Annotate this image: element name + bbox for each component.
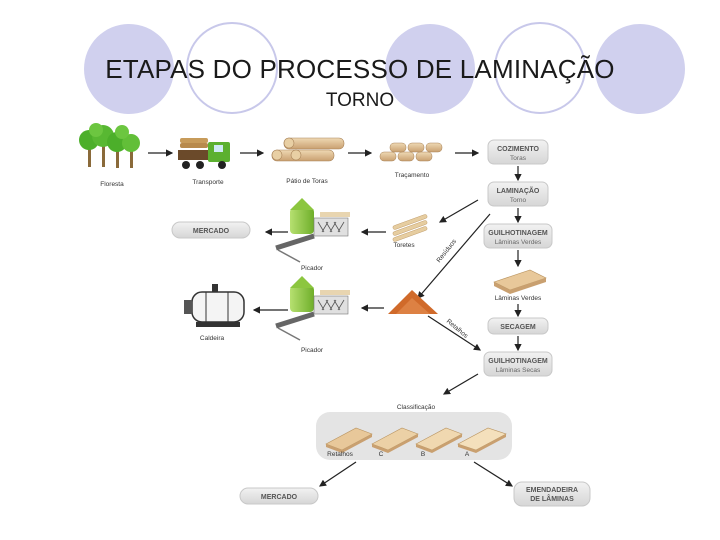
- step-guilhotinagem-verdes-title: GUILHOTINAGEM: [488, 230, 548, 237]
- label-patio: Pátio de Toras: [286, 178, 328, 185]
- step-cozimento: COZIMENTO Toras: [487, 139, 549, 165]
- step-cozimento-sub: Toras: [510, 155, 527, 162]
- label-caldeira: Caldeira: [200, 335, 225, 342]
- chipper-icon: [275, 198, 350, 263]
- arrow-icon: [438, 199, 479, 223]
- grade-label-2: B: [421, 451, 425, 458]
- veneer-grade-a: [457, 427, 507, 453]
- sawdust-icon: [388, 290, 438, 314]
- chipper-icon: [275, 276, 350, 341]
- veneer-grade-retalhos: [325, 427, 373, 453]
- decor-ring-2: [494, 22, 586, 114]
- truck-icon: [178, 138, 230, 169]
- step-guilhotinagem-secas-sub: Lâminas Secas: [496, 367, 541, 374]
- label-emendadeira-2: DE LÂMINAS: [530, 494, 574, 503]
- label-residuos: Resíduos: [436, 238, 459, 265]
- label-classificacao: Classificação: [397, 404, 436, 411]
- grade-label-1: C: [379, 451, 384, 458]
- label-emendadeira-1: EMENDADEIRA: [526, 487, 578, 494]
- step-secagem: SECAGEM: [487, 317, 549, 335]
- label-transporte: Transporte: [192, 179, 224, 186]
- step-secagem-title: SECAGEM: [500, 324, 536, 331]
- step-guilhotinagem-secas: GUILHOTINAGEM Lâminas Secas: [483, 351, 553, 377]
- slide-title: ETAPAS DO PROCESSO DE LAMINAÇÃO: [105, 54, 615, 84]
- label-tracamento: Traçamento: [395, 172, 430, 179]
- label-laminas-verdes: Lâminas Verdes: [495, 295, 542, 302]
- step-laminacao-title: LAMINAÇÃO: [497, 186, 540, 195]
- step-guilhotinagem-secas-title: GUILHOTINAGEM: [488, 358, 548, 365]
- log-pile-icon: [271, 137, 345, 162]
- arrow-icon: [417, 213, 491, 299]
- label-picador-1: Picador: [301, 265, 324, 272]
- label-picador-2: Picador: [301, 347, 324, 354]
- log-pile-icon: [379, 142, 443, 162]
- label-mercado-1: MERCADO: [193, 228, 230, 235]
- decor-circle-1: [84, 24, 174, 114]
- grade-label-3: A: [465, 451, 470, 458]
- arrow-icon: [319, 461, 357, 487]
- grade-label-0: Retalhos: [327, 451, 353, 458]
- step-laminacao-sub: Torno: [510, 197, 527, 204]
- decor-circle-2: [385, 24, 475, 114]
- step-guilhotinagem-verdes-sub: Lâminas Verdes: [495, 239, 542, 246]
- mercado-box-1: MERCADO: [171, 221, 251, 239]
- label-toretes: Toretes: [393, 242, 415, 249]
- slide-subtitle: TORNO: [325, 90, 395, 111]
- arrow-icon: [473, 461, 514, 487]
- label-mercado-2: MERCADO: [261, 494, 298, 501]
- veneer-stack-icon: [493, 269, 547, 294]
- step-laminacao: LAMINAÇÃO Torno: [487, 181, 549, 207]
- veneer-grade-b: [415, 427, 463, 453]
- emendadeira-box: EMENDADEIRA DE LÂMINAS: [513, 481, 591, 507]
- boiler-icon: [184, 284, 245, 327]
- arrow-icon: [442, 373, 479, 395]
- label-floresta: Floresta: [100, 181, 124, 188]
- decor-circle-3: [595, 24, 685, 114]
- decor-ring-1: [186, 22, 278, 114]
- step-guilhotinagem-verdes: GUILHOTINAGEM Lâminas Verdes: [483, 223, 553, 249]
- arrow-icon: [427, 315, 482, 351]
- tree-icon: [79, 123, 140, 168]
- mercado-box-2: MERCADO: [239, 487, 319, 505]
- step-cozimento-title: COZIMENTO: [497, 146, 539, 153]
- veneer-grade-c: [371, 427, 419, 453]
- toretes-icon: [392, 214, 428, 242]
